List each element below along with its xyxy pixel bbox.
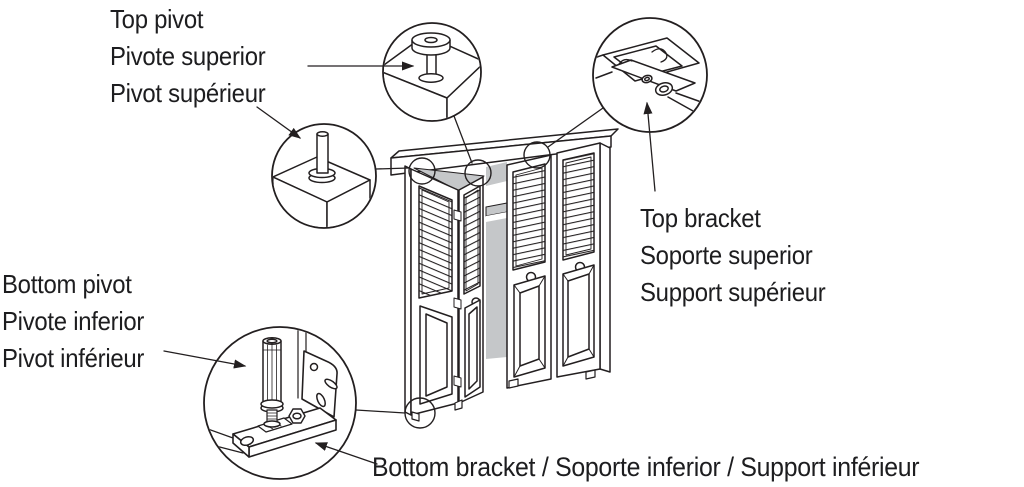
- closet-interior: [485, 162, 508, 359]
- top-bracket-detail: [592, 17, 708, 133]
- top-pivot-pin-detail: [271, 123, 377, 229]
- marker-fold-top: [464, 159, 492, 187]
- top-pivot-label-fr: Pivot supérieur: [110, 78, 266, 108]
- folded-door-pair: [404, 165, 484, 422]
- top-bracket-label-en: Top bracket: [640, 203, 761, 233]
- bottom-bracket-label: Bottom bracket / Soporte inferior / Supp…: [372, 449, 920, 486]
- top-pivot-label: Top pivot Pivote superior Pivot supérieu…: [110, 1, 266, 112]
- top-pivot-label-es: Pivote superior: [110, 41, 266, 71]
- bottom-pivot-label: Bottom pivot Pivote inferior Pivot infér…: [2, 266, 144, 377]
- leader-lines: [355, 107, 604, 414]
- top-bracket-label: Top bracket Soporte superior Support sup…: [640, 200, 826, 311]
- top-bracket-arrow: [643, 101, 656, 192]
- marker-top-bracket: [523, 141, 551, 169]
- bottom-pivot-label-fr: Pivot inférieur: [2, 343, 145, 373]
- bottom-bracket-arrow: [314, 442, 378, 465]
- bottom-pivot-label-es: Pivote inferior: [2, 306, 145, 336]
- top-pivot-roller-detail: [382, 22, 482, 122]
- location-marker-circles: [404, 141, 551, 429]
- marker-top-left-pivot: [408, 157, 436, 185]
- top-bracket-label-es: Soporte superior: [640, 240, 813, 270]
- hinge: [453, 297, 462, 310]
- bottom-pivot-arrow: [163, 350, 247, 369]
- top-pivot-arrow-2: [256, 106, 302, 139]
- marker-bottom-pivot: [404, 397, 436, 429]
- leader-arrows: [163, 61, 656, 465]
- bottom-bracket-label-text: Bottom bracket / Soporte inferior / Supp…: [372, 452, 920, 482]
- closed-door-pair: [506, 142, 611, 389]
- top-track: [390, 128, 619, 176]
- bottom-bracket-detail: [203, 326, 357, 480]
- bottom-pivot-label-en: Bottom pivot: [2, 269, 132, 299]
- top-bracket-label-fr: Support supérieur: [640, 277, 826, 307]
- hinge: [453, 375, 462, 388]
- top-pivot-label-en: Top pivot: [110, 4, 204, 34]
- hinge: [453, 209, 462, 222]
